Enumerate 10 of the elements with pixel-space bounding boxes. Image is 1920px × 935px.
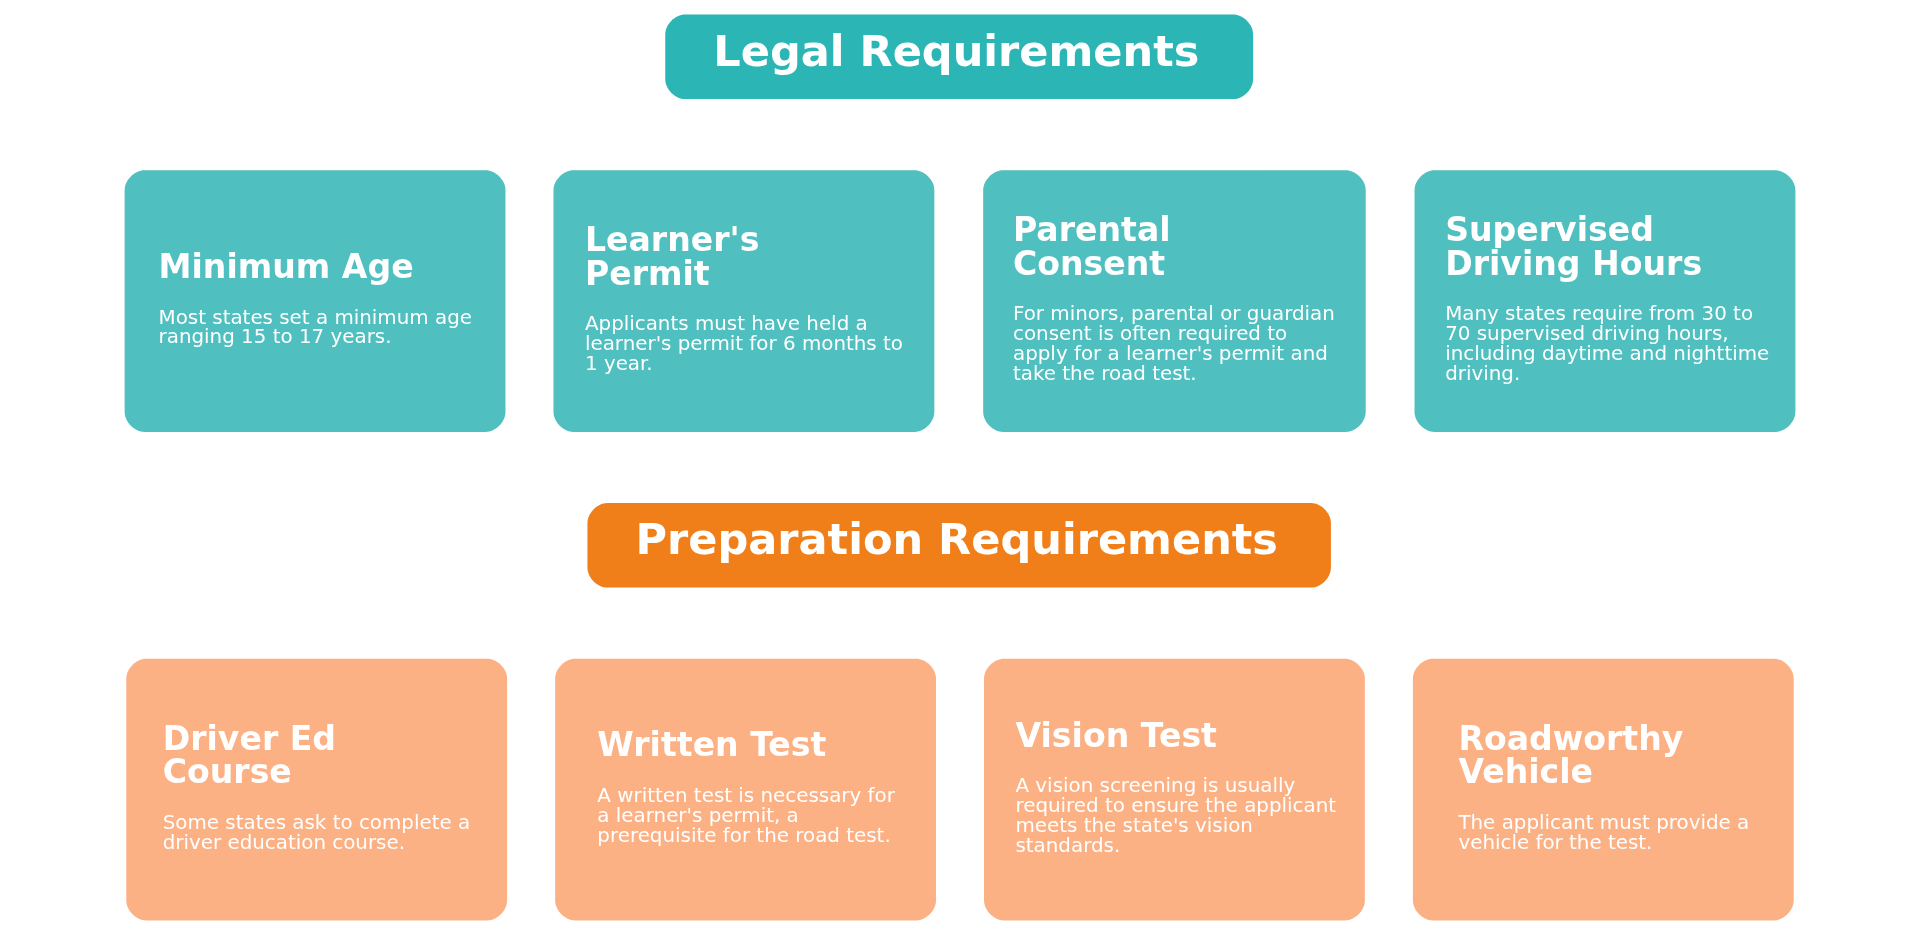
node-box: Preparation Requirements <box>587 503 1331 588</box>
node-box: Written Test A written test is necessary for a learner's permit, a prerequisite for the road test. <box>555 658 936 921</box>
node-box: Minimum Age Most states set a minimum age ranging 15 to 17 years. <box>124 170 506 432</box>
node-box: Vision Test A vision screening is usually required to ensure the applicant meets the state's vision standards. <box>984 658 1365 921</box>
node-box: Roadworthy Vehicle The applicant must provide a vehicle for the test. <box>1412 658 1794 921</box>
node-box: Learner's Permit Applicants must have held a learner's permit for 6 months to 1 year. <box>553 170 935 432</box>
node-box: Supervised Driving Hours Many states require from 30 to 70 supervised driving hours, including daytime and nighttime driving. <box>1414 170 1796 432</box>
node-box: Driver Ed Course Some states ask to complete a driver education course. <box>126 658 508 921</box>
node-box: Parental Consent For minors, parental or guardian consent is often required to apply for a learner's permit and take the road test. <box>983 170 1366 432</box>
node-box: Legal Requirements <box>665 14 1254 100</box>
